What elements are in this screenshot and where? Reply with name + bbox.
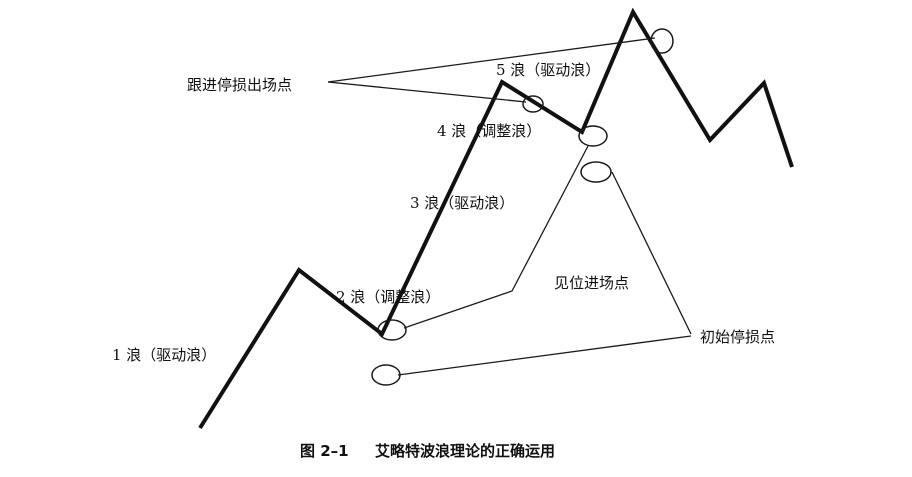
figure-number: 图 2–1 bbox=[300, 442, 349, 460]
wave2-label: 2 浪（调整浪） bbox=[336, 288, 440, 306]
initial-stop-leader-upper bbox=[611, 171, 692, 335]
initial-stop-label: 初始停损点 bbox=[700, 328, 775, 346]
wave4-entry-marker bbox=[578, 125, 608, 147]
trailing-stop-marker-lower bbox=[522, 95, 544, 113]
wave4-label: 4 浪（调整浪） bbox=[437, 122, 541, 140]
price-path bbox=[198, 7, 794, 430]
figure-title: 艾略特波浪理论的正确运用 bbox=[375, 442, 555, 460]
trailing-stop-leader-lower bbox=[327, 81, 527, 103]
entry-point-label: 见位进场点 bbox=[554, 274, 629, 292]
wave2-entry-marker bbox=[377, 319, 407, 341]
trailing-stop-label: 跟进停损出场点 bbox=[187, 76, 292, 94]
wave2-initial-stop-marker bbox=[371, 364, 401, 386]
wave5-label: 5 浪（驱动浪） bbox=[496, 61, 600, 79]
trailing-stop-marker-upper bbox=[650, 28, 674, 54]
initial-stop-leader-lower bbox=[397, 335, 692, 376]
trailing-stop-leader-upper bbox=[327, 37, 656, 83]
wave1-label: 1 浪（驱动浪） bbox=[112, 346, 216, 364]
entry-point-leader bbox=[403, 145, 589, 329]
wave3-label: 3 浪（驱动浪） bbox=[410, 194, 514, 212]
wave4-initial-stop-marker bbox=[580, 161, 612, 183]
